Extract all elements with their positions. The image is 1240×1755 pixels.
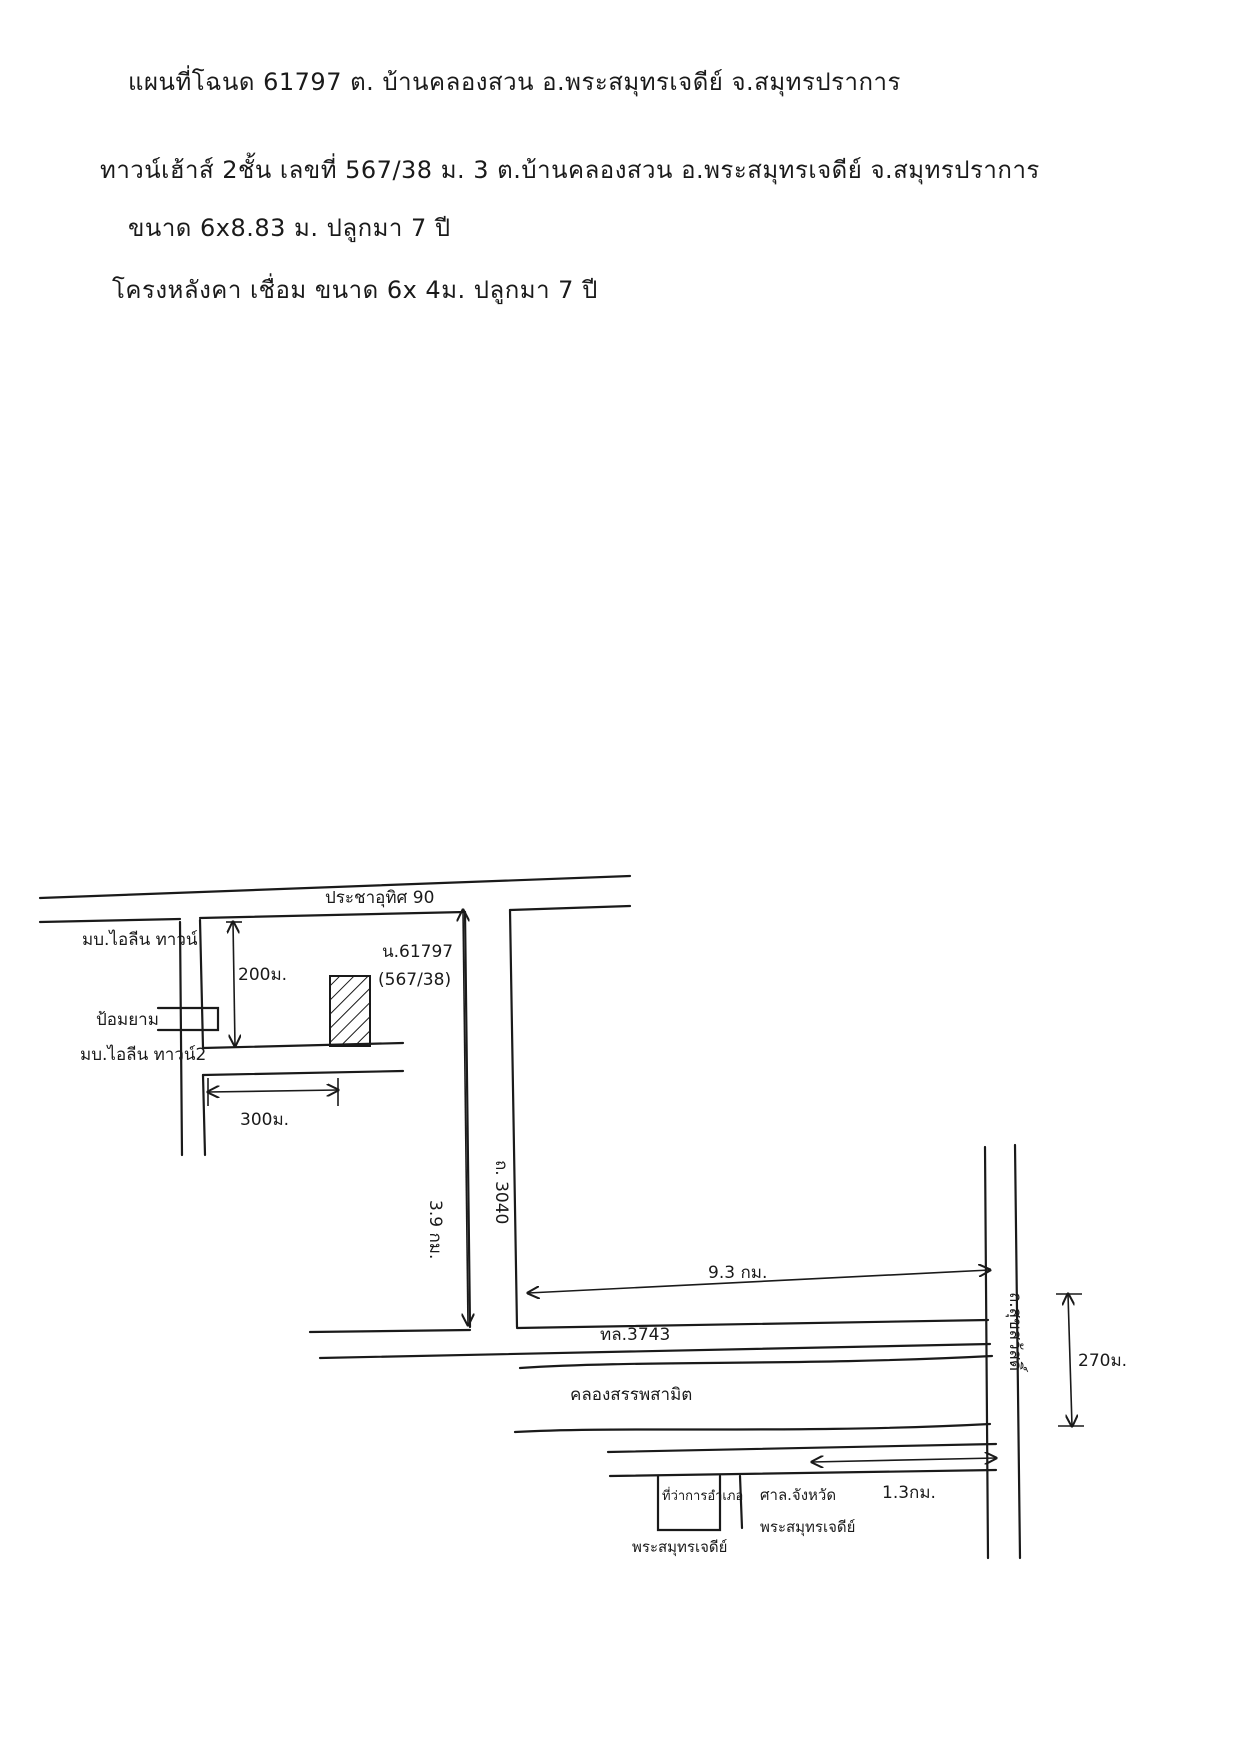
label-plot-house-no: (567/38) xyxy=(378,970,451,990)
plot-lane-upper xyxy=(201,1041,405,1050)
dim-arrow-270m xyxy=(1068,1294,1072,1426)
lower-road-upper xyxy=(606,1442,998,1454)
landmark-box-2 xyxy=(738,1474,744,1530)
soi-left-edge-1 xyxy=(178,920,184,1157)
road-top-upper-edge xyxy=(38,874,632,900)
label-dist-300m: 300ม. xyxy=(240,1110,289,1130)
header-line-4: โครงหลังคา เชื่อม ขนาด 6x 4ม. ปลูกมา 7 ป… xyxy=(112,276,598,304)
label-road-top: ประชาอุทิศ 90 xyxy=(325,888,434,908)
road-right-left-edge xyxy=(983,1145,990,1560)
label-dist-270m: 270ม. xyxy=(1078,1351,1127,1371)
label-gate: ป้อมยาม xyxy=(96,1010,159,1030)
road-top-lower-edge-left xyxy=(38,917,182,924)
label-plot: น.61797 xyxy=(382,942,453,962)
label-village-top: มบ.ไอลีน ทาวน์ xyxy=(82,929,198,950)
road-3743-upper-left xyxy=(308,1328,472,1334)
landmark-box-1 xyxy=(656,1474,722,1532)
label-road-3040: ถ. 3040 xyxy=(491,1160,511,1224)
target-plot xyxy=(329,975,371,1047)
soi-left-edge-2 xyxy=(198,918,205,1050)
label-landmark-3: พระสมุทรเจดีย์ xyxy=(632,1538,727,1557)
road-right-right-edge xyxy=(1013,1143,1022,1560)
dim-arrow-200m xyxy=(233,922,235,1046)
label-canal: คลองสรรพสามิต xyxy=(570,1385,692,1405)
plot-lane-lower xyxy=(201,1069,405,1077)
label-road-3743: ทล.3743 xyxy=(600,1325,670,1345)
header-line-3: ขนาด 6x8.83 ม. ปลูกมา 7 ปี xyxy=(128,214,451,242)
label-landmark-1: ที่ว่าการอำเภอ xyxy=(662,1487,743,1504)
header-line-1: แผนที่โฉนด 61797 ต. บ้านคลองสวน อ.พระสมุ… xyxy=(128,68,901,96)
lower-road-lower xyxy=(608,1468,998,1478)
header-line-2: ทาวน์เฮ้าส์ 2ชั้น เลขที่ 567/38 ม. 3 ต.บ… xyxy=(100,156,1040,184)
soi-left-edge-3 xyxy=(201,1073,207,1157)
road-3040-right-edge xyxy=(508,908,519,1329)
road-top-lower-edge-mid xyxy=(198,910,467,920)
canal-upper-bank xyxy=(518,1354,994,1370)
dim-arrow-9-3km xyxy=(528,1270,990,1293)
dim-arrow-1-3km xyxy=(812,1458,996,1462)
label-dist-1-3km: 1.3กม. xyxy=(882,1483,936,1503)
label-dist-3-9km: 3.9 กม. xyxy=(425,1200,445,1259)
dim-arrow-3-9km xyxy=(463,910,468,1325)
gate-box xyxy=(156,1006,220,1032)
label-village-lower: มบ.ไอลีน ทาวน์2 xyxy=(80,1044,206,1065)
road-top-lower-edge-right xyxy=(508,904,632,912)
canal-lower-bank xyxy=(513,1422,992,1434)
label-road-right: ถ.สุขสวัสดิ์ xyxy=(1005,1292,1028,1373)
dim-arrow-300m xyxy=(208,1090,338,1092)
label-landmark-2: ศาล.จังหวัด xyxy=(760,1486,836,1504)
road-3743-upper-right xyxy=(515,1318,990,1330)
label-dist-200m: 200ม. xyxy=(238,965,287,985)
road-3743-lower xyxy=(318,1342,992,1360)
label-dist-9-3km: 9.3 กม. xyxy=(708,1263,767,1283)
label-landmark-4: พระสมุทรเจดีย์ xyxy=(760,1518,855,1537)
